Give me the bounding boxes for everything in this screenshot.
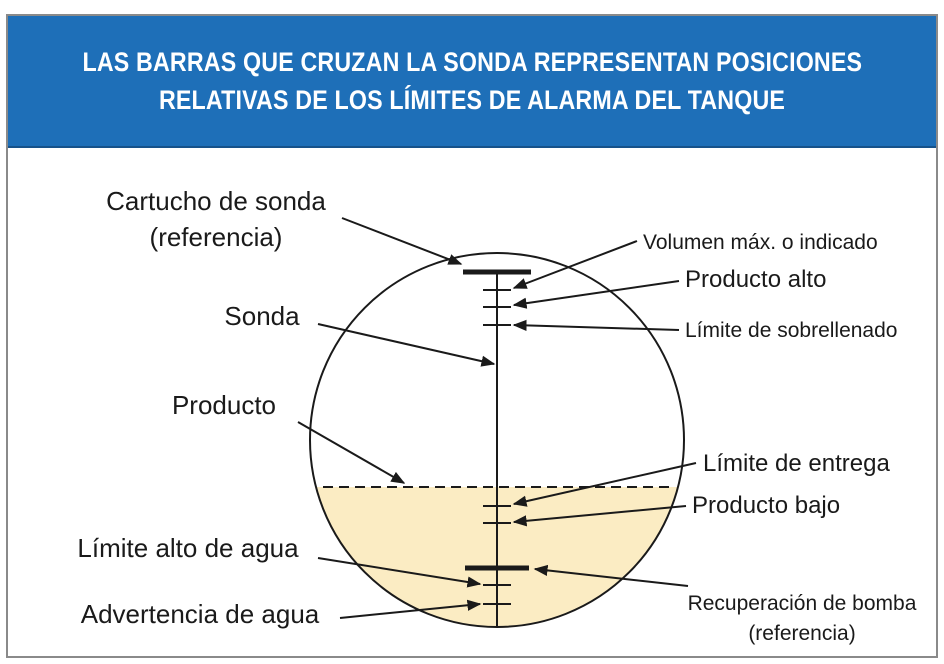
leader-sobrellenado — [512, 319, 680, 331]
leader-producto-alto — [512, 280, 680, 309]
leader-limite-alto-agua — [317, 557, 482, 588]
label-producto-alto: Producto alto — [685, 266, 826, 293]
leader-sonda — [317, 323, 496, 367]
label-volumen-max: Volumen máx. o indicado — [643, 231, 878, 254]
label-cartucho-line2: (referencia) — [150, 222, 283, 252]
leader-producto-bajo — [512, 505, 687, 527]
leader-recuperacion — [533, 564, 689, 587]
title-line-2: RELATIVAS DE LOS LÍMITES DE ALARMA DEL T… — [158, 85, 786, 115]
label-sonda: Sonda — [224, 301, 300, 331]
diagram-frame: LAS BARRAS QUE CRUZAN LA SONDA REPRESENT… — [6, 14, 938, 658]
label-recuperacion-line1: Recuperación de bomba — [688, 592, 917, 615]
leader-limite-entrega — [512, 462, 697, 507]
label-advertencia-agua: Advertencia de agua — [81, 599, 320, 629]
title-banner: LAS BARRAS QUE CRUZAN LA SONDA REPRESENT… — [8, 16, 936, 148]
label-producto: Producto — [172, 390, 276, 420]
label-limite-entrega: Límite de entrega — [703, 450, 890, 477]
label-recuperacion-line2: (referencia) — [748, 622, 855, 645]
leader-cartucho — [341, 217, 463, 265]
title-line-1: LAS BARRAS QUE CRUZAN LA SONDA REPRESENT… — [82, 47, 862, 77]
label-limite-sobrellenado: Límite de sobrellenado — [685, 319, 897, 342]
leader-producto — [297, 421, 406, 484]
label-limite-alto-agua: Límite alto de agua — [77, 533, 299, 563]
label-cartucho-line1: Cartucho de sonda — [106, 186, 326, 216]
leader-advertencia-agua — [339, 599, 482, 619]
leader-volumen-max — [512, 240, 638, 289]
label-producto-bajo: Producto bajo — [692, 492, 840, 519]
